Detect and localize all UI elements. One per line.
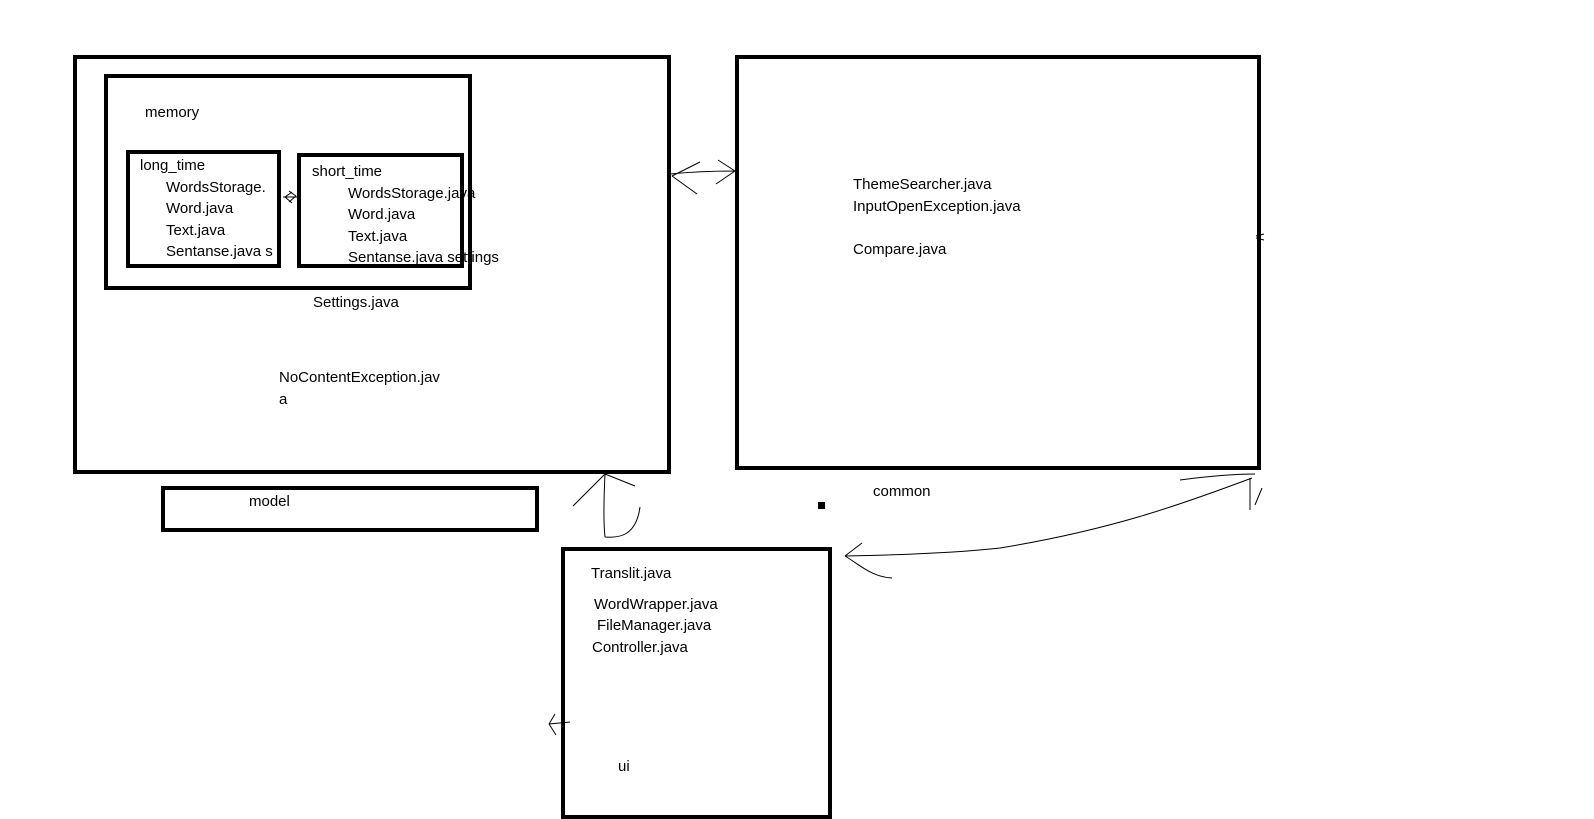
long-time-contents: long_time WordsStorage. Word.java Text.j… xyxy=(140,155,277,265)
ui-file-filemanager: FileManager.java xyxy=(597,617,712,634)
model-label: model xyxy=(249,493,290,510)
ui-file-controller: Controller.java xyxy=(592,639,688,656)
dot-mark xyxy=(818,502,825,509)
short-time-file: WordsStorage.java xyxy=(348,184,476,202)
settings-file-label: Settings.java xyxy=(313,294,399,311)
common-label: common xyxy=(873,483,931,500)
model-package-box xyxy=(73,55,671,474)
model-ui-arrow xyxy=(572,473,641,538)
memory-link-arrow xyxy=(283,190,297,204)
short-time-file: Sentanse.java settings xyxy=(348,249,499,266)
ui-left-arrow xyxy=(548,713,571,736)
long-time-file: Sentanse.java s xyxy=(166,243,273,260)
long-time-package-box xyxy=(126,150,281,268)
common-file: Compare.java xyxy=(853,240,947,258)
memory-label: memory xyxy=(145,104,200,121)
long-time-file: Word.java xyxy=(166,200,234,217)
long-time-title: long_time xyxy=(140,157,206,174)
exception-file-label-line1: NoContentException.jav xyxy=(279,369,440,386)
common-ui-arrow xyxy=(844,473,1263,579)
common-file: ThemeSearcher.java xyxy=(853,176,992,193)
memory-package-box xyxy=(104,74,472,290)
edge-tick xyxy=(1255,233,1265,241)
short-time-title: short_time xyxy=(312,163,383,180)
common-file: InputOpenException.java xyxy=(853,197,1021,215)
short-time-file: Word.java xyxy=(348,206,416,223)
exception-file-label-line2: a xyxy=(279,391,288,408)
common-package-box xyxy=(735,55,1261,470)
short-time-package-box xyxy=(297,153,464,268)
long-time-file: WordsStorage. xyxy=(166,178,266,196)
short-time-file: Text.java xyxy=(348,227,408,245)
ui-label: ui xyxy=(618,758,630,775)
ui-file-translit: Translit.java xyxy=(591,565,672,582)
short-time-contents: short_time WordsStorage.java Word.java T… xyxy=(312,161,499,269)
ui-file-wordwrapper: WordWrapper.java xyxy=(594,596,718,613)
long-time-file: Text.java xyxy=(166,221,226,239)
model-label-box xyxy=(161,486,539,532)
common-contents: ThemeSearcher.java InputOpenException.ja… xyxy=(853,174,1021,260)
model-common-arrow xyxy=(669,159,736,195)
